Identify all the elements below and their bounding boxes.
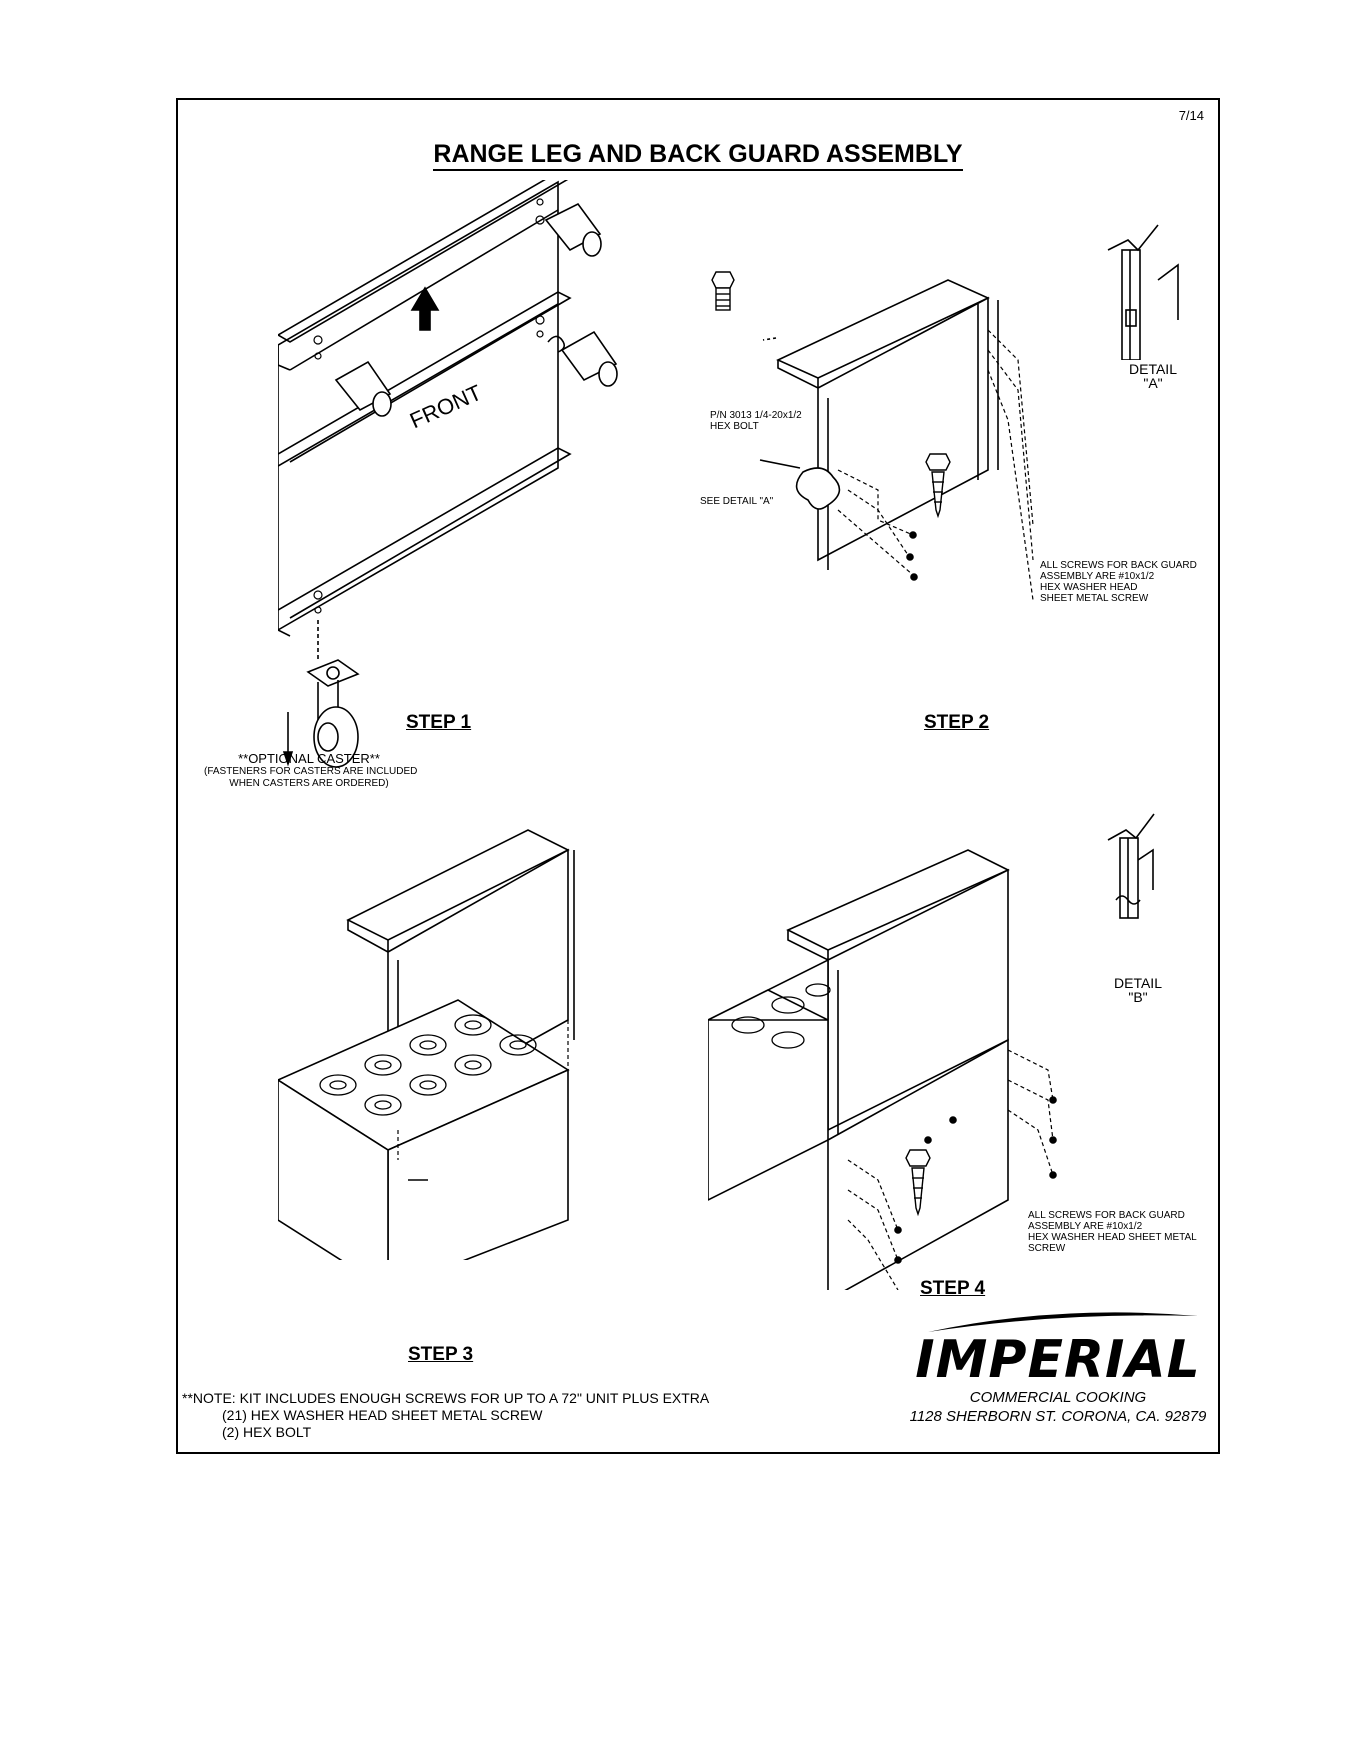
brand-address: 1128 SHERBORN ST. CORONA, CA. 92879 — [909, 1408, 1207, 1425]
page-frame: 7/14 RANGE LEG AND BACK GUARD ASSEMBLY — [176, 98, 1220, 1454]
brand-logo: IMPERIAL — [915, 1330, 1201, 1390]
step4-screws-label: ALL SCREWS FOR BACK GUARD ASSEMBLY ARE #… — [1028, 1210, 1197, 1254]
step1-leg-frame-drawing — [278, 180, 618, 660]
step3-range-drawing — [278, 829, 575, 1260]
step2-label: STEP 2 — [924, 712, 990, 733]
page-title: RANGE LEG AND BACK GUARD ASSEMBLY — [178, 140, 1218, 171]
detail-b-label: DETAIL "B" — [1114, 975, 1162, 1005]
detail-a-label: DETAIL "A" — [1129, 361, 1177, 391]
step2-screws-label: ALL SCREWS FOR BACK GUARD ASSEMBLY ARE #… — [1040, 560, 1197, 604]
step4-range-drawing — [708, 849, 1057, 1290]
brand-block: IMPERIAL COMMERCIAL COOKING 1128 SHERBOR… — [908, 1312, 1208, 1426]
kit-note-line3: (2) HEX BOLT — [222, 1424, 312, 1440]
brand-tagline: COMMERCIAL COOKING — [969, 1389, 1147, 1406]
page-number: 7/14 — [1178, 108, 1204, 123]
detail-b-drawing — [1107, 813, 1155, 919]
kit-note-line1: **NOTE: KIT INCLUDES ENOUGH SCREWS FOR U… — [182, 1390, 710, 1406]
hex-bolt-label: P/N 3013 1/4-20x1/2 HEX BOLT — [710, 410, 802, 432]
step4-label: STEP 4 — [920, 1278, 986, 1299]
caster-note: **OPTIONAL CASTER** (FASTENERS FOR CASTE… — [204, 751, 418, 790]
detail-a-drawing — [1107, 224, 1179, 360]
kit-note-line2: (21) HEX WASHER HEAD SHEET METAL SCREW — [222, 1407, 543, 1423]
logo-swoosh-icon — [928, 1312, 1198, 1332]
kit-note: **NOTE: KIT INCLUDES ENOUGH SCREWS FOR U… — [182, 1390, 709, 1441]
caster-icon — [282, 659, 360, 768]
page-title-text: RANGE LEG AND BACK GUARD ASSEMBLY — [433, 140, 963, 171]
see-detail-label: SEE DETAIL "A" — [700, 496, 774, 507]
step3-label: STEP 3 — [408, 1344, 474, 1365]
step2-backguard-drawing — [711, 271, 1034, 600]
step1-label: STEP 1 — [406, 712, 472, 733]
